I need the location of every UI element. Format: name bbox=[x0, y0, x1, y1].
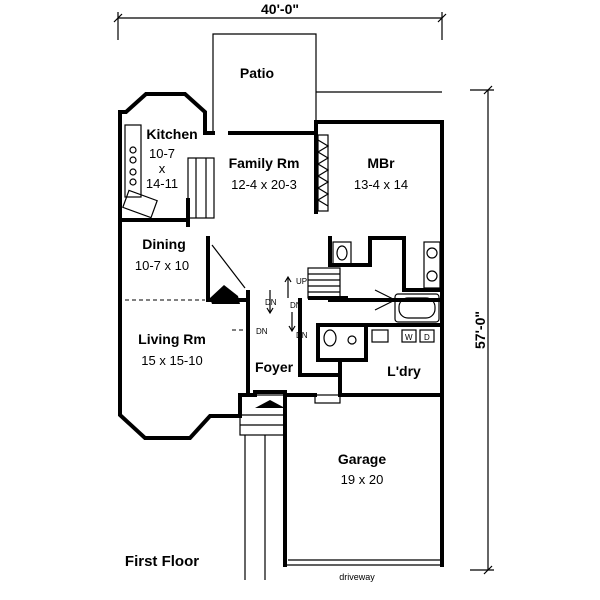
stairs bbox=[266, 267, 348, 333]
kitchen-dim-3: 14-11 bbox=[146, 176, 178, 191]
living-room-dim: 15 x 15-10 bbox=[141, 353, 202, 368]
garage-dim: 19 x 20 bbox=[341, 472, 384, 487]
mbr-shelving bbox=[316, 134, 330, 212]
width-dimension: 40'-0" bbox=[113, 1, 447, 40]
foyer-label: Foyer bbox=[255, 359, 294, 375]
openings bbox=[125, 299, 249, 345]
step-down-label-foyer: DN bbox=[296, 331, 308, 340]
depth-dimension: 57'-0" bbox=[470, 85, 494, 575]
entry bbox=[239, 394, 341, 580]
kitchen-dim-2: x bbox=[159, 161, 166, 176]
stair-down-label-1: DN bbox=[265, 298, 277, 307]
width-label: 40'-0" bbox=[261, 1, 299, 17]
laundry-label: L'dry bbox=[387, 363, 421, 379]
living-room-label: Living Rm bbox=[138, 331, 206, 347]
kitchen-dim-1: 10-7 bbox=[149, 146, 175, 161]
kitchen-fixtures bbox=[122, 124, 215, 219]
kitchen-label: Kitchen bbox=[146, 126, 197, 142]
bath-fixtures bbox=[332, 241, 441, 323]
powder-fixtures bbox=[323, 329, 435, 347]
dining-label: Dining bbox=[142, 236, 186, 252]
patio bbox=[212, 33, 442, 133]
mbr-dim: 13-4 x 14 bbox=[354, 177, 408, 192]
dryer-label: D bbox=[424, 333, 430, 342]
mbr-label: MBr bbox=[367, 155, 395, 171]
depth-label: 57'-0" bbox=[472, 311, 488, 349]
washer-label: W bbox=[405, 333, 413, 342]
patio-label: Patio bbox=[240, 65, 274, 81]
stair-up-label: UP bbox=[296, 277, 307, 286]
fireplace bbox=[210, 285, 240, 304]
step-down-label-living: DN bbox=[256, 327, 268, 336]
driveway-label: driveway bbox=[339, 572, 375, 582]
garage-label: Garage bbox=[338, 451, 386, 467]
family-room-label: Family Rm bbox=[229, 155, 300, 171]
floor-title: First Floor bbox=[125, 553, 199, 570]
stair-down-label-2: DN bbox=[290, 301, 302, 310]
family-room-dim: 12-4 x 20-3 bbox=[231, 177, 297, 192]
dining-dim: 10-7 x 10 bbox=[135, 258, 189, 273]
